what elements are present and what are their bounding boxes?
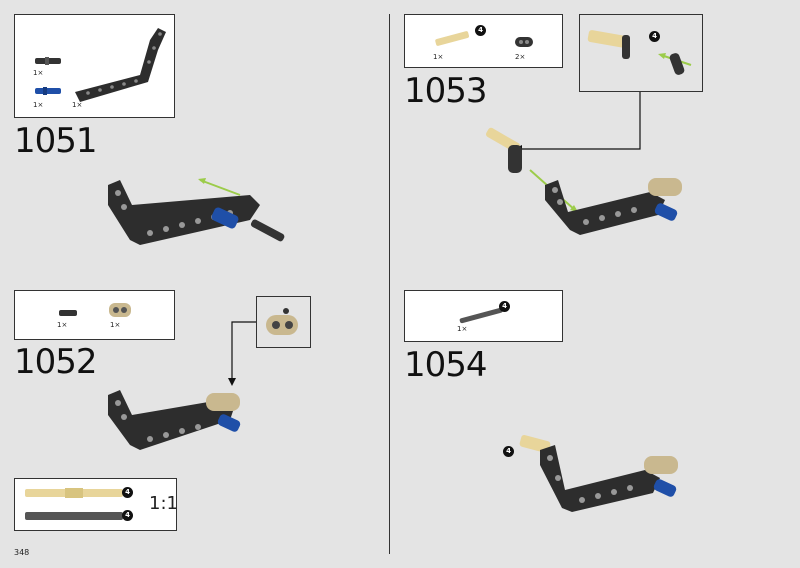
subassembly-count-badge: 4 — [475, 25, 486, 36]
part-qty: 2× — [515, 53, 526, 61]
callout-box-1053: 4 — [579, 14, 703, 92]
part-count-badge: 4 — [499, 301, 510, 312]
page-number: 348 — [14, 548, 30, 557]
parts-list-1052: 1× 1× — [14, 290, 175, 340]
parts-list-1051: 1× 1× 1× — [14, 14, 175, 118]
part-qty: 1× — [33, 101, 44, 109]
blue-pin-icon — [35, 87, 61, 95]
part-qty: 1× — [433, 53, 444, 61]
part-qty: 1× — [110, 321, 121, 329]
model-step-1051 — [108, 178, 285, 245]
model-step-1052 — [108, 390, 241, 450]
page-divider — [389, 14, 390, 554]
part-qty: 1× — [57, 321, 68, 329]
part-qty: 1× — [72, 101, 83, 109]
black-pin-icon — [35, 57, 61, 65]
axle-count-badge: 4 — [122, 487, 133, 498]
model-step-1054 — [519, 434, 678, 512]
black-connector-icon — [515, 37, 533, 47]
callout-box-1052 — [256, 296, 311, 348]
subassembly-count-badge: 4 — [649, 31, 660, 42]
model-step-1053 — [486, 127, 682, 235]
gray-axle-icon — [459, 307, 503, 324]
subassembly-icon — [587, 30, 692, 75]
pin-count-badge: 4 — [122, 510, 133, 521]
beige-axle-icon — [435, 31, 470, 46]
bent-beam-icon — [75, 28, 166, 102]
callout-arrow — [228, 321, 256, 386]
step-number-1054: 1054 — [404, 345, 488, 385]
tan-connector-icon — [109, 303, 131, 317]
scale-ratio: 1:1 — [149, 493, 178, 514]
part-qty: 1× — [457, 325, 468, 333]
parts-list-1054: 4 1× — [404, 290, 563, 342]
part-qty: 1× — [33, 69, 44, 77]
parts-list-1053: 4 1× 2× — [404, 14, 563, 68]
black-pin-icon — [59, 310, 77, 316]
model-count-badge: 4 — [503, 446, 514, 457]
step-number-1051: 1051 — [14, 121, 98, 161]
step-number-1052: 1052 — [14, 342, 98, 382]
ruler-box: 4 4 1:1 — [14, 478, 178, 531]
step-number-1053: 1053 — [404, 71, 488, 111]
gray-pin-icon — [25, 512, 123, 520]
beige-axle-icon — [25, 488, 123, 498]
tan-connector-icon — [266, 308, 298, 335]
